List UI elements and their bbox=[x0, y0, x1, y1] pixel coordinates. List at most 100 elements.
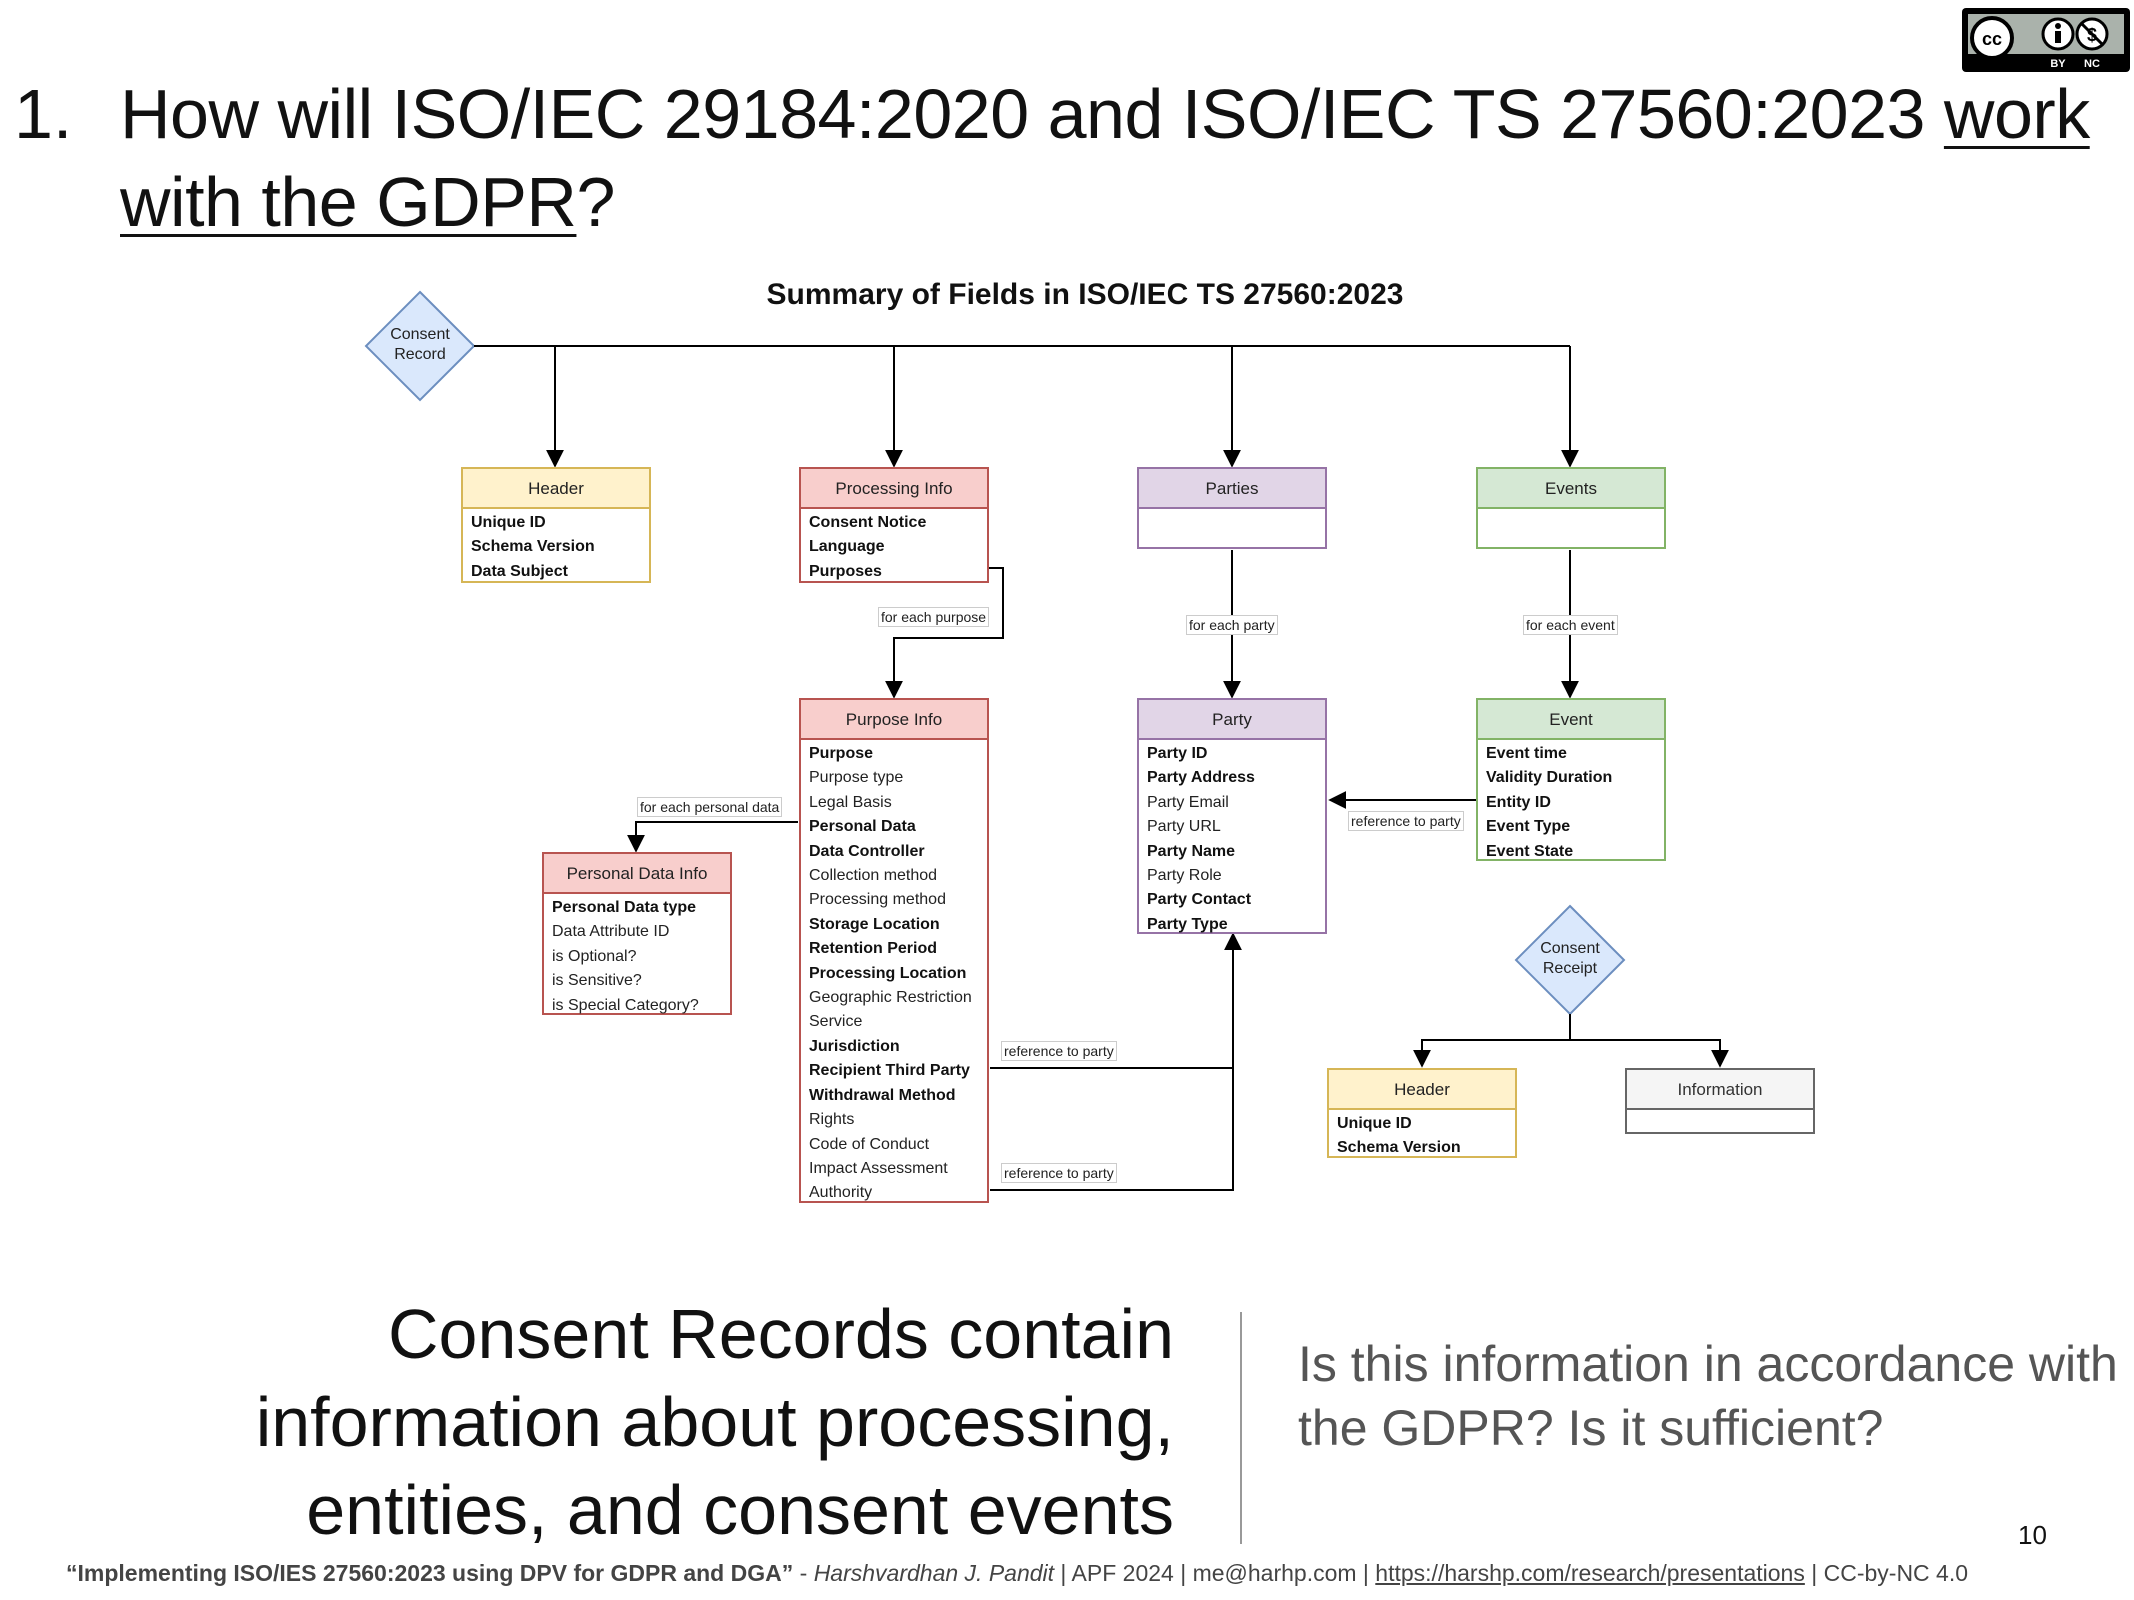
entity-field: Retention Period bbox=[809, 940, 938, 958]
page-number: 10 bbox=[2018, 1520, 2047, 1550]
entity-field: Party Contact bbox=[1147, 891, 1252, 909]
entity-field: Code of Conduct bbox=[809, 1135, 930, 1153]
label-for-each-party: for each party bbox=[1186, 615, 1278, 635]
title-end: ? bbox=[576, 163, 615, 241]
label-reference-to-party-authority: reference to party bbox=[1001, 1163, 1117, 1183]
entity-field: Consent Notice bbox=[809, 514, 927, 531]
label-reference-to-party-recipient: reference to party bbox=[1001, 1041, 1117, 1061]
svg-text:cc: cc bbox=[1982, 29, 2002, 49]
entity-field: Event State bbox=[1486, 842, 1574, 860]
purpose-info-title: Purpose Info bbox=[801, 700, 987, 740]
entity-field: Validity Duration bbox=[1486, 769, 1613, 787]
entity-field: Party URL bbox=[1147, 818, 1221, 836]
entity-field: Party Email bbox=[1147, 793, 1229, 811]
events-title: Events bbox=[1478, 469, 1664, 509]
entity-field: Service bbox=[809, 1013, 863, 1031]
entity-field: Party Name bbox=[1147, 842, 1236, 860]
entity-field: Party Type bbox=[1147, 915, 1228, 933]
label-for-each-event: for each event bbox=[1523, 615, 1618, 635]
header-entity-title: Header bbox=[463, 469, 649, 509]
entity-field: Data Attribute ID bbox=[552, 923, 670, 941]
receipt-header-title: Header bbox=[1329, 1070, 1515, 1110]
bottom-right-question: Is this information in accordance with t… bbox=[1298, 1336, 2118, 1456]
entity-field: Collection method bbox=[809, 867, 938, 885]
information-title: Information bbox=[1627, 1070, 1813, 1110]
entity-field: Party ID bbox=[1147, 745, 1208, 762]
entity-field: Geographic Restriction bbox=[809, 989, 972, 1007]
label-reference-to-party-event: reference to party bbox=[1348, 811, 1464, 831]
entity-field: Event time bbox=[1486, 745, 1567, 762]
entity-field: Purposes bbox=[809, 562, 882, 580]
entity-field: Schema Version bbox=[471, 538, 595, 556]
events-entity: Events bbox=[1476, 467, 1666, 549]
title-underlined[interactable]: work with the GDPR bbox=[120, 75, 2090, 241]
bottom-left-statement: Consent Records contain information abou… bbox=[255, 1295, 1174, 1549]
svg-text:BY: BY bbox=[2050, 58, 2066, 70]
event-title: Event bbox=[1478, 700, 1664, 740]
entity-field: Recipient Third Party bbox=[809, 1062, 970, 1080]
entity-field: Schema Version bbox=[1337, 1139, 1461, 1157]
entity-field: Language bbox=[809, 538, 885, 556]
entity-field: Authority bbox=[809, 1184, 873, 1202]
entity-field: is Sensitive? bbox=[552, 972, 642, 990]
entity-field: Jurisdiction bbox=[809, 1037, 900, 1055]
footer-separator: - bbox=[793, 1560, 814, 1586]
entity-field: Legal Basis bbox=[809, 793, 892, 811]
consent-record-label: Consent Record bbox=[390, 326, 450, 363]
entity-field: Purpose type bbox=[809, 769, 904, 787]
footer-end: | CC-by-NC 4.0 bbox=[1804, 1560, 1969, 1586]
information-entity: Information bbox=[1625, 1068, 1815, 1134]
footer-author: Harshvardhan J. Pandit bbox=[813, 1560, 1055, 1586]
label-for-each-purpose: for each purpose bbox=[878, 607, 990, 627]
footer: “Implementing ISO/IES 27560:2023 using D… bbox=[66, 1560, 1968, 1587]
title-plain: How will ISO/IEC 29184:2020 and ISO/IEC … bbox=[120, 75, 1944, 153]
entity-field: Rights bbox=[809, 1111, 855, 1129]
receipt-header-entity: Header Unique ID Schema Version bbox=[1327, 1068, 1517, 1158]
entity-field: Party Role bbox=[1147, 867, 1222, 885]
vertical-divider bbox=[1240, 1312, 1242, 1544]
footer-title: “Implementing ISO/IES 27560:2023 using D… bbox=[66, 1560, 794, 1586]
consent-record-diamond bbox=[364, 290, 476, 402]
consent-receipt-label: Consent Receipt bbox=[1540, 940, 1600, 977]
label-for-each-personal-data: for each personal data bbox=[637, 797, 783, 817]
entity-field: Purpose bbox=[809, 745, 874, 762]
processing-info-title: Processing Info bbox=[801, 469, 987, 509]
svg-text:NC: NC bbox=[2084, 58, 2100, 70]
entity-field: Personal Data bbox=[809, 818, 916, 836]
entity-field: Personal Data type bbox=[552, 899, 697, 916]
personal-data-info-title: Personal Data Info bbox=[544, 854, 730, 894]
title-number: 1. bbox=[14, 75, 73, 153]
entity-field: Storage Location bbox=[809, 915, 940, 933]
entity-field: Data Subject bbox=[471, 562, 568, 580]
receipt-header-fields: Unique ID Schema Version bbox=[1329, 1110, 1515, 1163]
entity-field: is Optional? bbox=[552, 947, 637, 965]
entity-field: Event Type bbox=[1486, 818, 1571, 836]
entity-field: Processing method bbox=[809, 891, 946, 909]
entity-field: Processing Location bbox=[809, 964, 967, 982]
entity-field: Unique ID bbox=[471, 514, 546, 531]
footer-middle: | APF 2024 | me@harhp.com | bbox=[1054, 1560, 1376, 1586]
parties-title: Parties bbox=[1139, 469, 1325, 509]
party-title: Party bbox=[1139, 700, 1325, 740]
entity-field: Withdrawal Method bbox=[809, 1086, 956, 1104]
entity-field: Data Controller bbox=[809, 842, 925, 860]
entity-field: Unique ID bbox=[1337, 1115, 1412, 1132]
footer-link[interactable]: https://harshp.com/research/presentation… bbox=[1375, 1560, 1805, 1586]
cc-by-nc-icon: cc $ BY NC bbox=[1965, 11, 2127, 70]
entity-field: Impact Assessment bbox=[809, 1159, 948, 1177]
entity-field: is Special Category? bbox=[552, 996, 699, 1014]
diagram-title: Summary of Fields in ISO/IEC TS 27560:20… bbox=[766, 278, 1404, 311]
slide-title: How will ISO/IEC 29184:2020 and ISO/IEC … bbox=[120, 70, 2110, 246]
